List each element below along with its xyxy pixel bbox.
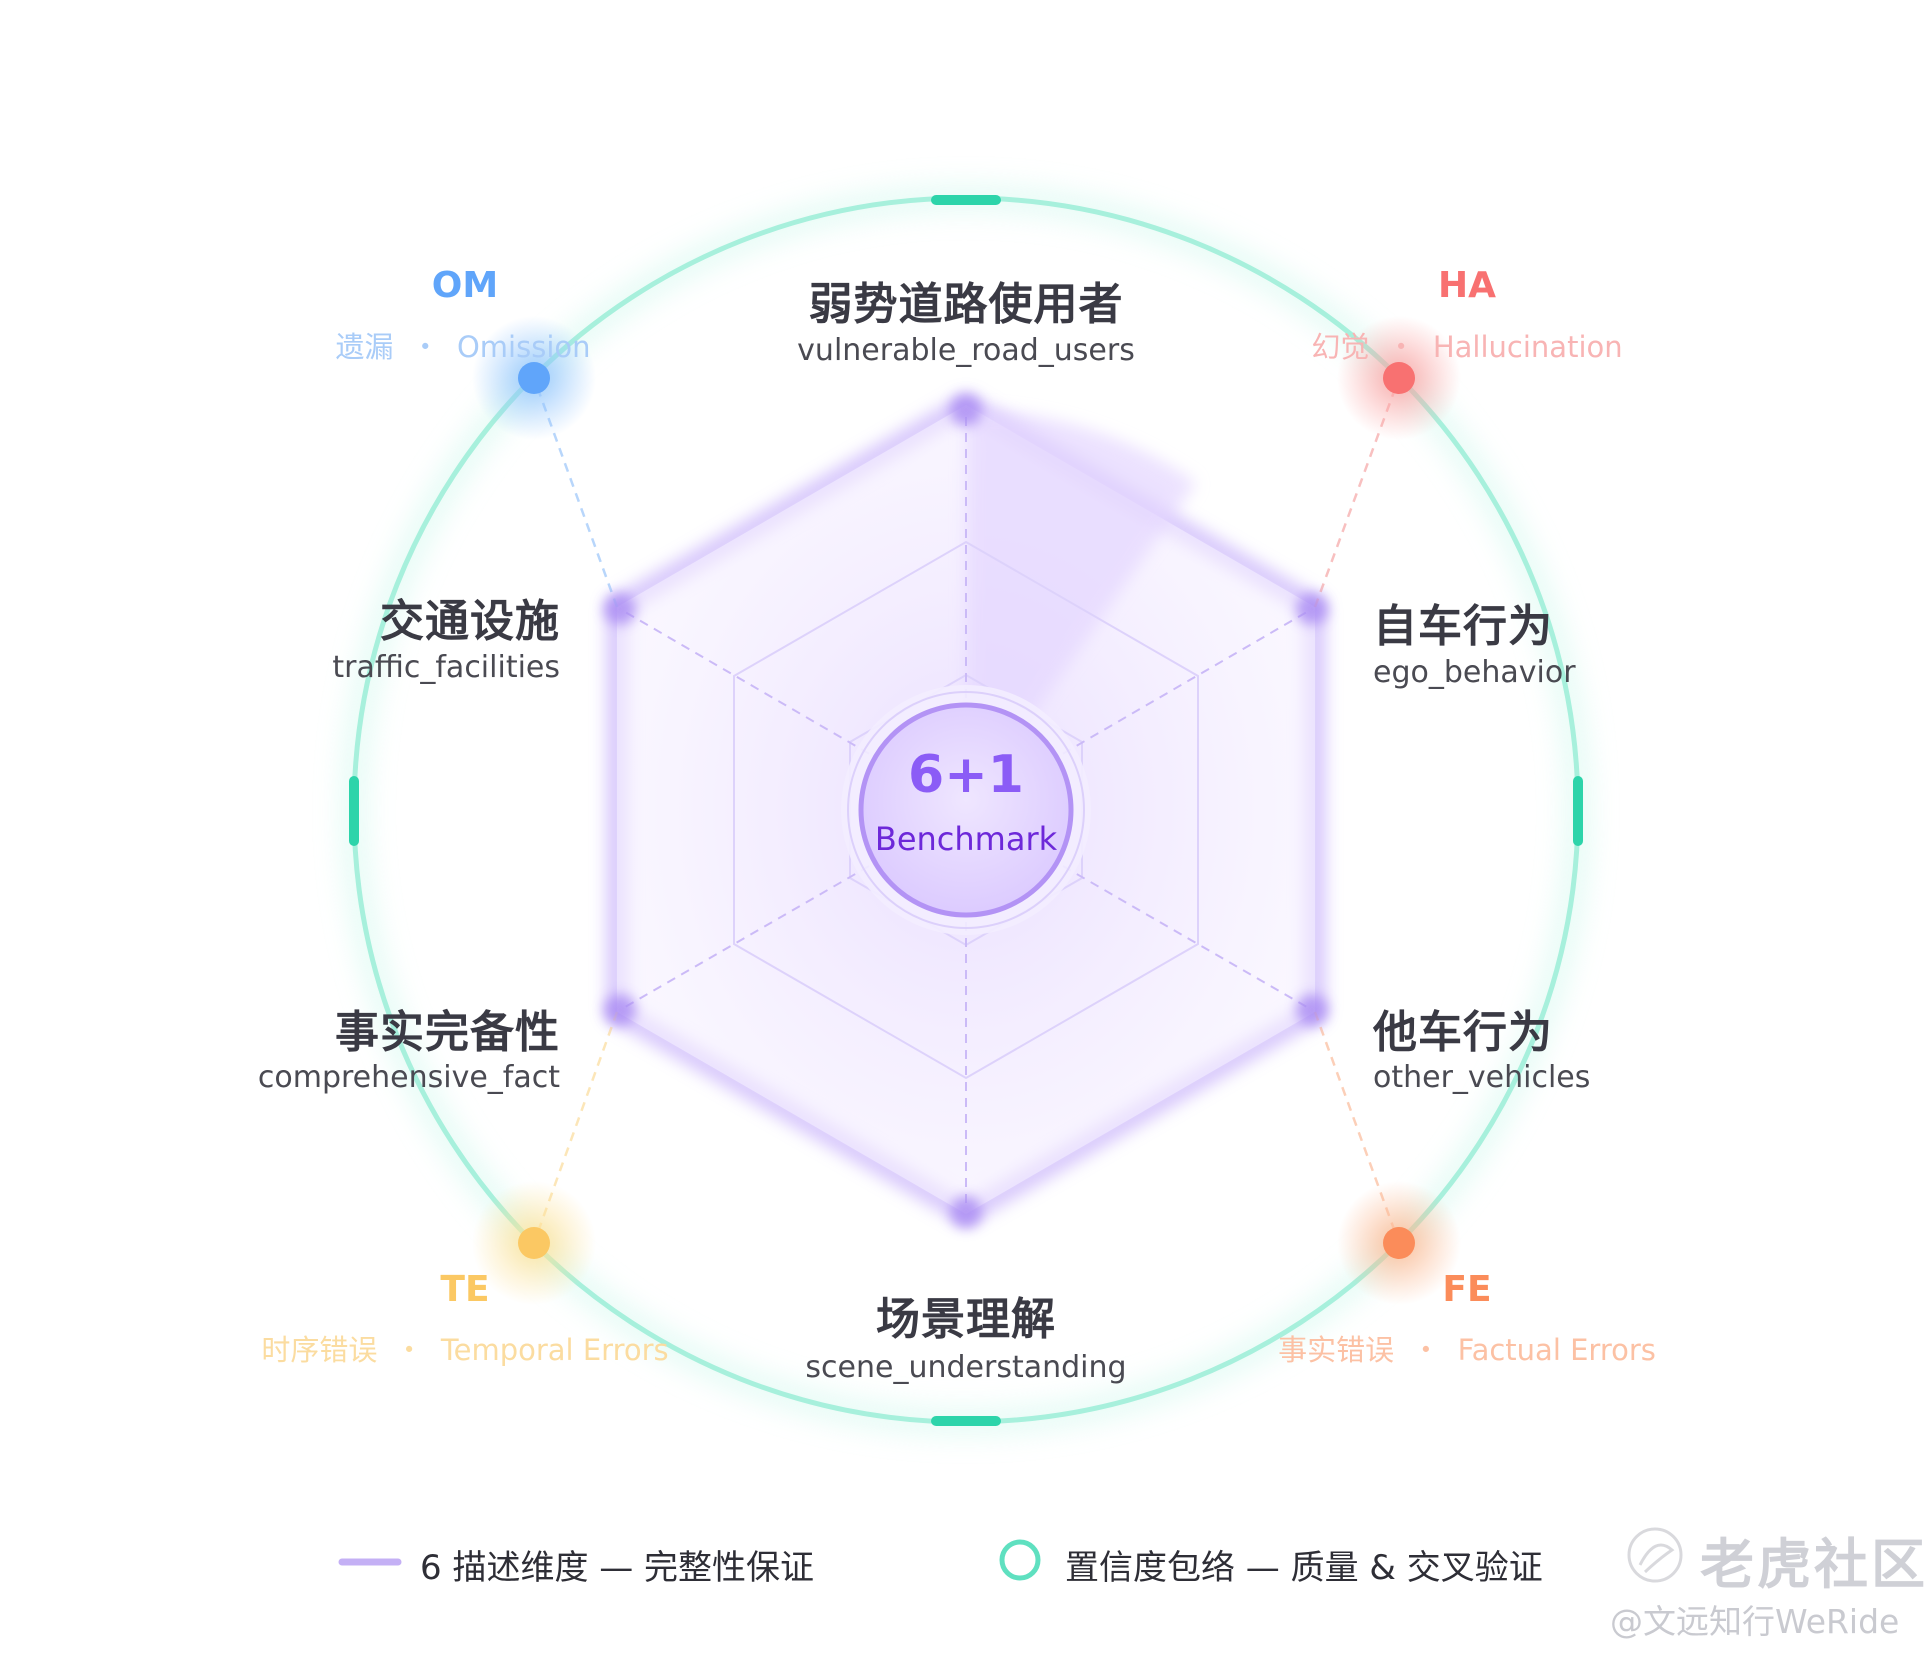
center-halo-ring xyxy=(847,691,1085,929)
connector-om xyxy=(532,377,619,608)
separator: ・ xyxy=(1386,330,1416,364)
dimension-other-en: other_vehicles xyxy=(1373,1060,1591,1095)
ring-tick-left xyxy=(349,776,359,846)
dimension-vru-cn: 弱势道路使用者 xyxy=(808,279,1124,330)
error-om-cn: 遗漏 xyxy=(335,330,394,364)
fe-marker xyxy=(1383,1227,1415,1259)
dimension-ego-en: ego_behavior xyxy=(1373,655,1576,690)
dimension-scene-cn: 场景理解 xyxy=(876,1294,1056,1345)
separator: ・ xyxy=(410,330,440,364)
error-fe-cn: 事实错误 xyxy=(1278,1333,1395,1367)
ring-tick-top xyxy=(931,195,1001,205)
error-om-code: OM xyxy=(431,265,499,306)
error-fe-sub: 事实错误 ・ Factual Errors xyxy=(1278,1327,1656,1369)
legend-envelope-label: 置信度包络 — 质量 & 交叉验证 xyxy=(1065,1548,1543,1588)
ring-tick-bottom xyxy=(931,1416,1001,1426)
te-marker xyxy=(518,1227,550,1259)
error-ha-code: HA xyxy=(1438,265,1496,306)
watermark-main: 老虎社区 xyxy=(1700,1533,1927,1596)
dimension-fact-en: comprehensive_fact xyxy=(257,1060,560,1095)
error-om-sub: 遗漏 ・ Omission xyxy=(336,324,591,366)
error-te-cn: 时序错误 xyxy=(261,1333,378,1367)
legend-swatch-envelope xyxy=(999,1539,1041,1581)
error-fe-en: Factual Errors xyxy=(1457,1333,1656,1367)
ring-tick-right xyxy=(1573,776,1583,846)
separator: ・ xyxy=(394,1333,424,1367)
dimension-traffic-cn: 交通设施 xyxy=(380,596,560,647)
separator: ・ xyxy=(1411,1333,1441,1367)
dimension-other-cn: 他车行为 xyxy=(1373,1007,1553,1058)
error-ha-cn: 幻觉 xyxy=(1311,330,1370,364)
dimension-ego-cn: 自车行为 xyxy=(1373,601,1553,652)
error-ha-en: Hallucination xyxy=(1432,330,1623,364)
error-ha-sub: 幻觉 ・ Hallucination xyxy=(1311,324,1622,366)
error-te-sub: 时序错误 ・ Temporal Errors xyxy=(261,1327,668,1369)
watermark-sub: @文远知行WeRide xyxy=(1610,1602,1900,1641)
connector-fe xyxy=(1313,1011,1401,1244)
connector-te xyxy=(532,1011,619,1244)
center-subtitle: Benchmark xyxy=(874,820,1058,858)
grid-hexagon-outer xyxy=(733,540,1199,1080)
error-te-en: Temporal Errors xyxy=(440,1333,669,1367)
center-title: 6+1 xyxy=(908,745,1024,805)
error-fe-code: FE xyxy=(1442,1269,1492,1310)
error-om-en: Omission xyxy=(456,330,591,364)
dimension-fact-cn: 事实完备性 xyxy=(335,1007,560,1058)
ha-marker xyxy=(1383,362,1415,394)
dimension-traffic-en: traffic_facilities xyxy=(332,650,560,685)
watermark-logo-icon xyxy=(1627,1527,1683,1583)
dimension-scene-en: scene_understanding xyxy=(805,1350,1127,1385)
error-te-code: TE xyxy=(440,1269,490,1310)
vertex-dots xyxy=(604,394,1328,1228)
dimension-vru-en: vulnerable_road_users xyxy=(797,333,1135,368)
om-marker xyxy=(518,362,550,394)
legend-dimensions-label: 6 描述维度 — 完整性保证 xyxy=(420,1548,815,1588)
connector-ha xyxy=(1313,377,1401,608)
center-badge xyxy=(858,702,1074,918)
